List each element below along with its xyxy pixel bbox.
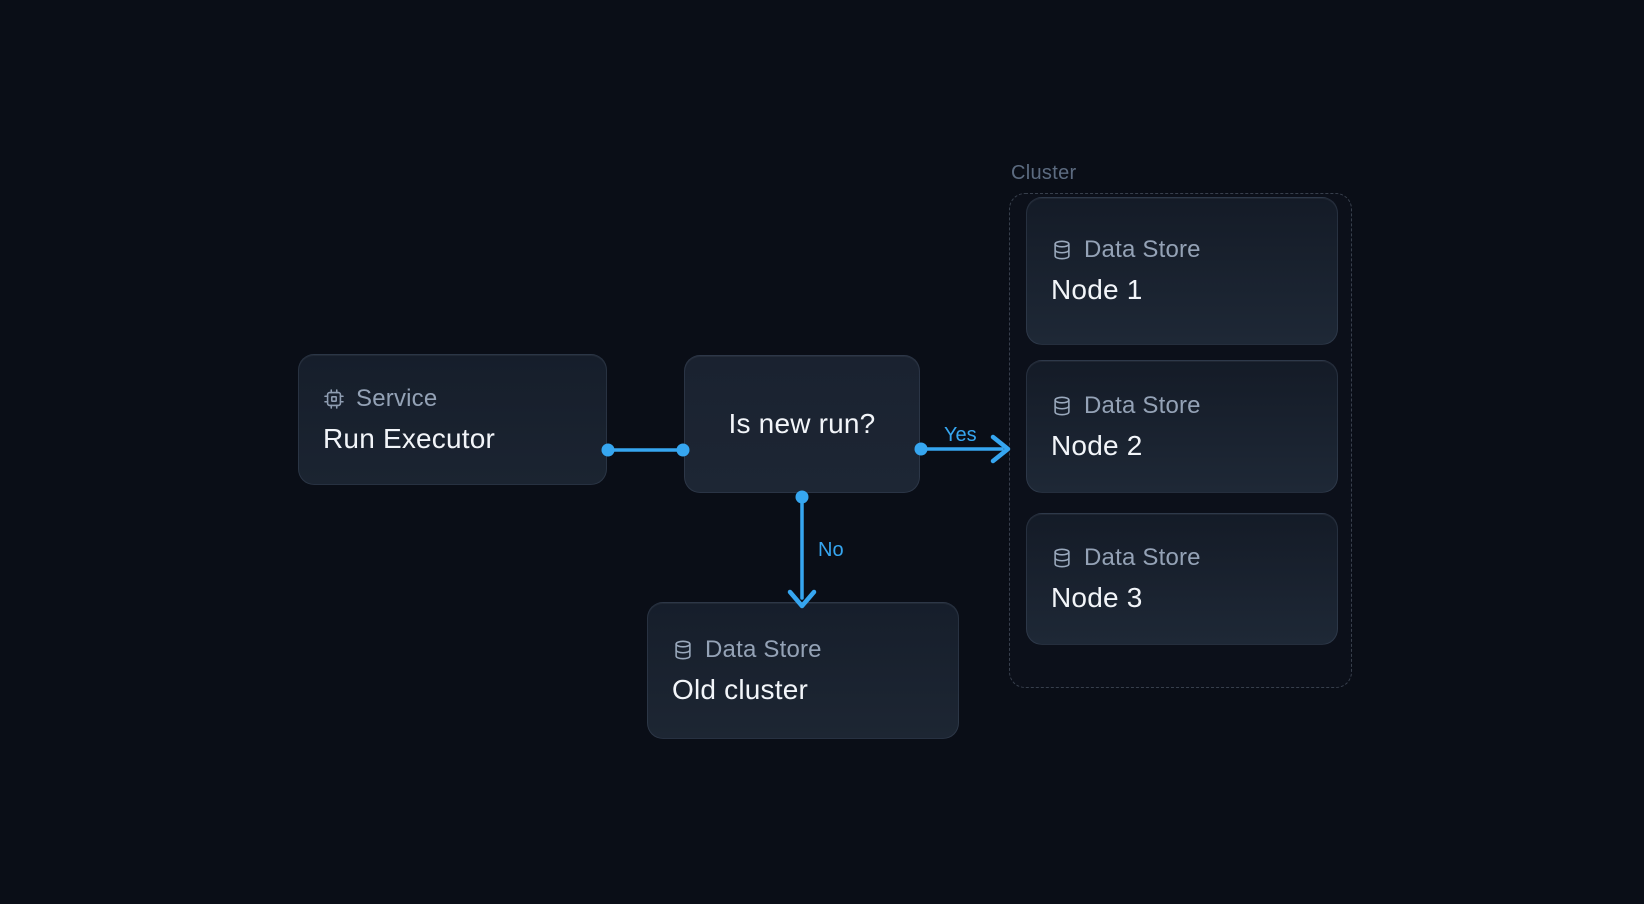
node3-type-row: Data Store — [1051, 544, 1313, 572]
edge-port-dot[interactable] — [676, 443, 690, 457]
node-data-store-node-3[interactable]: Data Store Node 3 — [1026, 513, 1338, 645]
node-type-label: Data Store — [1084, 236, 1201, 263]
node-service-run-executor[interactable]: Service Run Executor — [298, 354, 607, 485]
node-title: Node 1 — [1051, 274, 1143, 305]
edge-port-dot[interactable] — [914, 442, 928, 456]
node-data-store-node-2[interactable]: Data Store Node 2 — [1026, 360, 1338, 493]
edge-port-dot[interactable] — [601, 443, 615, 457]
node-title: Node 3 — [1051, 582, 1143, 613]
edge-service-to-decision[interactable] — [601, 443, 690, 457]
node1-type-row: Data Store — [1051, 236, 1313, 264]
database-icon — [1051, 395, 1073, 417]
edge-port-dot[interactable] — [795, 490, 809, 504]
chip-icon — [323, 388, 345, 410]
node-decision-is-new-run[interactable]: Is new run? — [684, 355, 920, 493]
old-cluster-type-row: Data Store — [672, 636, 934, 664]
node-type-label: Data Store — [1084, 544, 1201, 571]
decision-question: Is new run? — [728, 408, 876, 439]
node2-type-row: Data Store — [1051, 392, 1313, 420]
service-type-row: Service — [323, 385, 582, 413]
cluster-group-boundary[interactable] — [1009, 193, 1352, 688]
node-type-label: Data Store — [705, 635, 822, 663]
database-icon — [1051, 239, 1073, 261]
edge-label-no: No — [818, 539, 844, 561]
edge-decision-no-to-old-cluster[interactable]: No — [787, 490, 844, 609]
database-icon — [672, 639, 694, 661]
node-title: Old cluster — [672, 673, 809, 705]
edge-label-yes: Yes — [944, 424, 977, 446]
node-type-label: Service — [356, 384, 438, 412]
database-icon — [1051, 547, 1073, 569]
node-title: Node 2 — [1051, 429, 1143, 461]
arrowhead-right — [990, 434, 1011, 464]
node-data-store-node-1[interactable]: Data Store Node 1 — [1026, 197, 1338, 345]
node-type-label: Data Store — [1084, 391, 1201, 419]
arrowhead-down — [787, 589, 817, 609]
node-title: Run Executor — [323, 422, 496, 454]
node-data-store-old-cluster[interactable]: Data Store Old cluster — [647, 602, 959, 739]
cluster-group-label: Cluster — [1011, 162, 1077, 184]
edge-decision-yes-to-cluster[interactable]: Yes — [914, 424, 1011, 464]
